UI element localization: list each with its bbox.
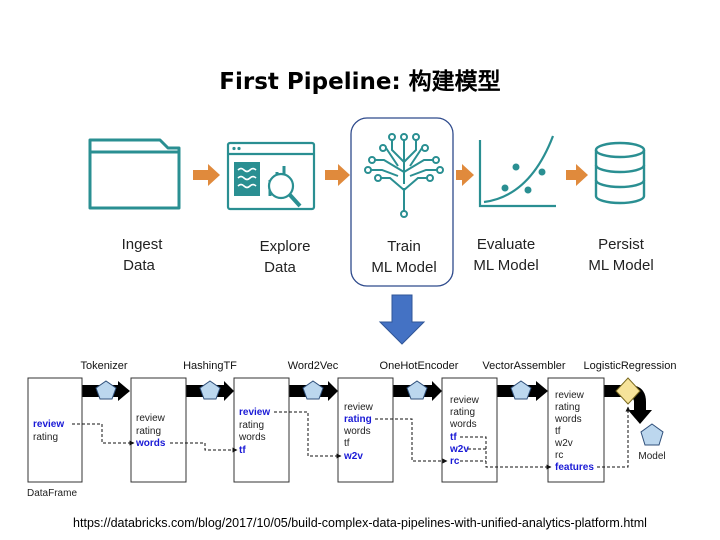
dashed-connector	[460, 436, 552, 470]
dataframe-label: DataFrame	[27, 488, 77, 499]
column-name: rating	[239, 420, 264, 431]
dataframe-box	[130, 377, 187, 483]
column-name: rc	[450, 456, 460, 467]
column-name: review	[555, 390, 585, 401]
pentagon-icon	[199, 380, 221, 400]
train-highlight-box	[350, 117, 454, 287]
column-name: words	[449, 419, 477, 430]
stage-label-train-line1: Train	[387, 238, 421, 255]
column-name: review	[450, 395, 480, 406]
source-url: https://databricks.com/blog/2017/10/05/b…	[73, 516, 647, 530]
transformer-label-tokenizer: Tokenizer	[80, 360, 127, 372]
column-name: review	[33, 419, 64, 430]
dashed-connector	[274, 411, 342, 459]
stage-label-evaluate-line2: ML Model	[473, 257, 538, 274]
stage-arrow	[566, 164, 588, 186]
model-label: Model	[638, 451, 665, 462]
stage-label-train-line2: ML Model	[371, 259, 436, 276]
pentagon-icon	[302, 380, 324, 400]
dashed-connector	[170, 442, 238, 453]
stage-arrow	[456, 164, 474, 186]
page-title: First Pipeline: 构建模型	[219, 69, 501, 95]
column-name: tf	[344, 438, 350, 449]
neural-tree-icon	[364, 133, 444, 218]
transformer-label-word2vec: Word2Vec	[288, 360, 339, 372]
pentagon-icon	[510, 380, 532, 400]
column-name: words	[554, 414, 582, 425]
column-name: w2v	[343, 451, 363, 462]
column-name: words	[343, 426, 371, 437]
model-pentagon-icon	[640, 423, 664, 446]
column-name: w2v	[554, 438, 573, 449]
stage-label-explore-line2: Data	[264, 259, 296, 276]
stage-label-persist-line2: ML Model	[588, 257, 653, 274]
stage-label-ingest-line2: Data	[123, 257, 155, 274]
stage-label-explore-line1: Explore	[260, 238, 311, 255]
column-name: tf	[555, 426, 561, 437]
stage-arrow	[325, 164, 350, 186]
column-name: rating	[344, 414, 372, 425]
dataframe-box	[233, 377, 290, 483]
scatter-plot-icon	[478, 135, 556, 208]
dashed-connectors	[72, 406, 631, 470]
column-name: words	[238, 432, 266, 443]
transformer-label-hashingtf: HashingTF	[183, 360, 237, 372]
dataframe-boxes	[27, 377, 605, 483]
dataframe-box	[547, 377, 605, 483]
column-name: tf	[450, 432, 457, 443]
stage-label-ingest-line1: Ingest	[122, 236, 164, 253]
transformer-label-logisticregression: LogisticRegression	[584, 360, 677, 372]
column-name: rating	[555, 402, 580, 413]
dashed-connector	[72, 423, 135, 446]
dataframe-box	[337, 377, 394, 483]
column-name: review	[239, 407, 270, 418]
pentagon-icon	[95, 380, 117, 400]
column-name: rating	[136, 426, 161, 437]
database-icon	[594, 141, 646, 205]
column-name: review	[344, 402, 374, 413]
folder-icon	[88, 138, 181, 210]
column-name: rating	[450, 407, 475, 418]
pentagon-icon	[406, 380, 428, 400]
stage-label-evaluate-line1: Evaluate	[477, 236, 535, 253]
dashboard-magnifier-icon	[226, 141, 316, 211]
transformer-label-onehotencoder: OneHotEncoder	[380, 360, 459, 372]
transformer-pentagons	[95, 380, 532, 400]
dataframe-box	[441, 377, 498, 483]
column-name: w2v	[449, 444, 469, 455]
diamond-icon	[615, 377, 641, 405]
column-name: review	[136, 413, 166, 424]
down-arrow-icon	[378, 294, 426, 345]
column-name: rating	[33, 432, 58, 443]
flow-bar-to-model	[604, 385, 652, 424]
transformer-label-vectorassembler: VectorAssembler	[482, 360, 565, 372]
dataframe-box	[27, 377, 83, 483]
column-name: features	[555, 462, 594, 473]
stage-arrow	[193, 164, 220, 186]
column-name: rc	[555, 450, 563, 461]
stage-label-persist-line1: Persist	[598, 236, 645, 253]
stage-arrows	[193, 164, 588, 186]
column-name: tf	[239, 445, 246, 456]
column-name: words	[135, 438, 166, 449]
dashed-connector	[375, 418, 448, 464]
dashed-connector	[597, 406, 631, 468]
